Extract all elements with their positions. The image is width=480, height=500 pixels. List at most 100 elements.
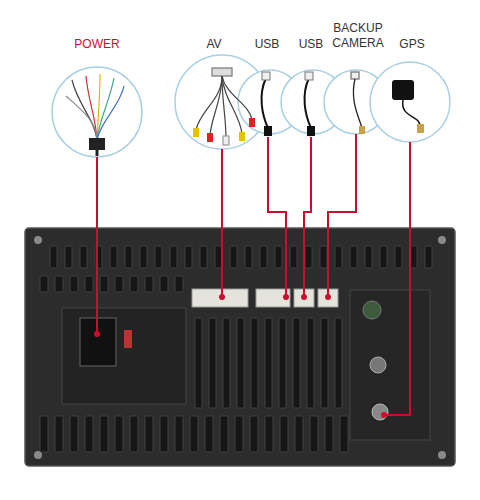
vent-slot [55, 416, 63, 452]
vent-slot [325, 416, 333, 452]
vent-slot [305, 246, 312, 268]
mic-jack [363, 301, 381, 319]
vent-slot [220, 416, 228, 452]
vent-slot [110, 246, 117, 268]
vent-slot [223, 318, 230, 408]
connector-label: POWER [72, 37, 121, 52]
power-harness [66, 74, 124, 156]
connector-label: USB [297, 37, 326, 52]
rca-plug [207, 133, 213, 142]
wire [66, 96, 97, 140]
screw-hole [34, 236, 42, 244]
screw-hole [438, 236, 446, 244]
usb-cable [305, 78, 311, 128]
usb-cable [262, 78, 268, 128]
usb-cables [262, 72, 315, 136]
rca-plug [249, 118, 255, 127]
plug [359, 126, 365, 134]
vent-slot [160, 416, 168, 452]
vent-slot [237, 318, 244, 408]
vent-slot [251, 318, 258, 408]
vent-slot [185, 246, 192, 268]
vent-slot [130, 276, 138, 292]
vent-slot [145, 416, 153, 452]
vent-slot [340, 416, 348, 452]
vent-slot [65, 246, 72, 268]
antenna-body [392, 80, 414, 100]
plug [89, 138, 105, 150]
leader-line [268, 137, 286, 296]
rca-plug [223, 136, 229, 145]
vent-slot [250, 416, 258, 452]
vent-slot [100, 276, 108, 292]
vent-slot [279, 318, 286, 408]
vent-slot [280, 416, 288, 452]
vent-slot [130, 416, 138, 452]
vent-slot [40, 276, 48, 292]
screw-hole [438, 451, 446, 459]
wire [210, 76, 222, 135]
vent-slot [260, 246, 267, 268]
vent-slot [195, 318, 202, 408]
usb-plug [307, 126, 315, 136]
vent-slot [140, 246, 147, 268]
vent-slot [55, 276, 63, 292]
leader-dot [381, 412, 387, 418]
vent-slot [155, 246, 162, 268]
vent-slot [40, 416, 48, 452]
vent-slot [70, 416, 78, 452]
vent-slot [425, 246, 432, 268]
gps-antenna [392, 80, 424, 133]
vent-slot [70, 276, 78, 292]
vent-slot [410, 246, 417, 268]
gps-circle [370, 62, 450, 142]
vent-slot [115, 276, 123, 292]
av-socket [192, 289, 248, 307]
vent-slot [245, 246, 252, 268]
vent-slot [85, 416, 93, 452]
leader-dots [94, 294, 387, 418]
vent-slot [175, 276, 183, 292]
vent-slot [175, 416, 183, 452]
wire [353, 79, 362, 128]
connector-label: BACKUP CAMERA [324, 21, 392, 51]
plug [212, 68, 232, 76]
wire [97, 86, 124, 140]
head-unit [25, 228, 455, 466]
jack-panel [350, 290, 430, 440]
rca-plug [239, 132, 245, 141]
vent-slot [265, 318, 272, 408]
leader-dot [325, 294, 331, 300]
vent-slot [275, 246, 282, 268]
vent-slot [80, 246, 87, 268]
fuse [124, 330, 132, 348]
vent-slot [307, 318, 314, 408]
radio-jack [370, 357, 386, 373]
leader-dot [94, 331, 100, 337]
leader-line [384, 142, 410, 415]
vent-slot [335, 246, 342, 268]
leader-line [328, 134, 356, 296]
power-circle [52, 67, 142, 157]
vent-slot [215, 246, 222, 268]
vent-slot [365, 246, 372, 268]
leader-line [221, 149, 223, 296]
wire [72, 80, 97, 140]
wire [222, 76, 252, 120]
vent-slot [209, 318, 216, 408]
vent-slot [115, 416, 123, 452]
vent-slot [85, 276, 93, 292]
housing [25, 228, 455, 466]
av-harness [193, 68, 255, 145]
rca-plug [193, 128, 199, 137]
connector-label: USB [253, 37, 282, 52]
leader-line [96, 157, 98, 334]
plug [262, 72, 270, 80]
vent-slot [170, 246, 177, 268]
vent-slot [380, 246, 387, 268]
vents [40, 246, 432, 452]
leader-line [304, 137, 311, 296]
vent-slot [350, 246, 357, 268]
vent-slot [50, 246, 57, 268]
